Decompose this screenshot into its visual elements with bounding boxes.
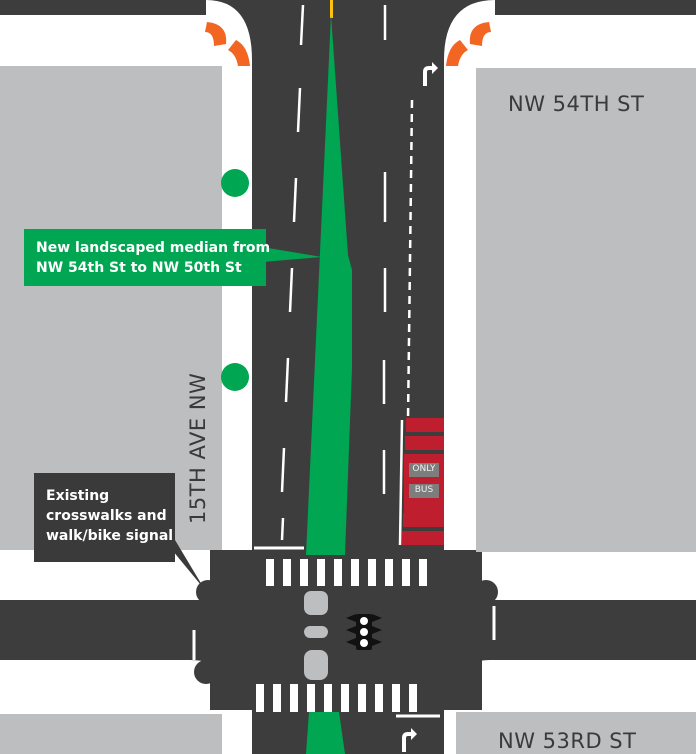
right-turn-arrow-icon	[402, 728, 417, 752]
crosswalk-callout-line1: Existing	[46, 488, 110, 504]
tree-icon	[221, 363, 249, 391]
center-line	[330, 0, 333, 18]
bus-text-box	[409, 463, 439, 477]
curb-extensions	[205, 22, 491, 66]
bus-word: BUS	[414, 485, 434, 495]
traffic-signal-icon	[346, 614, 382, 650]
crosswalk-north	[266, 559, 427, 586]
crosswalk-callout: Existing crosswalks and walk/bike signal	[46, 486, 173, 546]
median-callout: New landscaped median from NW 54th St to…	[36, 238, 270, 278]
bus-lane-paint	[402, 418, 444, 545]
lane-markings	[280, 4, 387, 541]
city-blocks	[0, 66, 696, 754]
median-refuge	[304, 591, 328, 680]
median-south	[306, 712, 345, 754]
median-callout-line2: NW 54th St to NW 50th St	[36, 260, 242, 276]
median-callout-box	[24, 229, 266, 286]
crosswalk-south	[256, 684, 417, 712]
landscaped-median	[306, 15, 352, 555]
median-callout-pointer	[262, 247, 322, 262]
tree-icon	[221, 169, 249, 197]
bus-only-word: ONLY	[412, 464, 436, 474]
street-label-nw53rd: NW 53RD ST	[498, 729, 637, 753]
bus-lane-line	[398, 419, 404, 546]
right-turn-arrow-icon	[423, 62, 438, 86]
street-label-nw54th: NW 54TH ST	[508, 92, 645, 116]
median-callout-line1: New landscaped median from	[36, 240, 271, 256]
crosswalk-callout-line3: walk/bike signal	[46, 528, 174, 544]
crosswalk-callout-line2: crosswalks and	[46, 508, 167, 524]
crosswalk-callout-box	[34, 473, 175, 562]
bus-lane-edge	[406, 99, 414, 421]
street-label-15th-ave: 15TH AVE NW	[186, 372, 210, 524]
bus-text-box	[409, 484, 439, 498]
crosswalk-callout-pointer	[168, 540, 205, 590]
